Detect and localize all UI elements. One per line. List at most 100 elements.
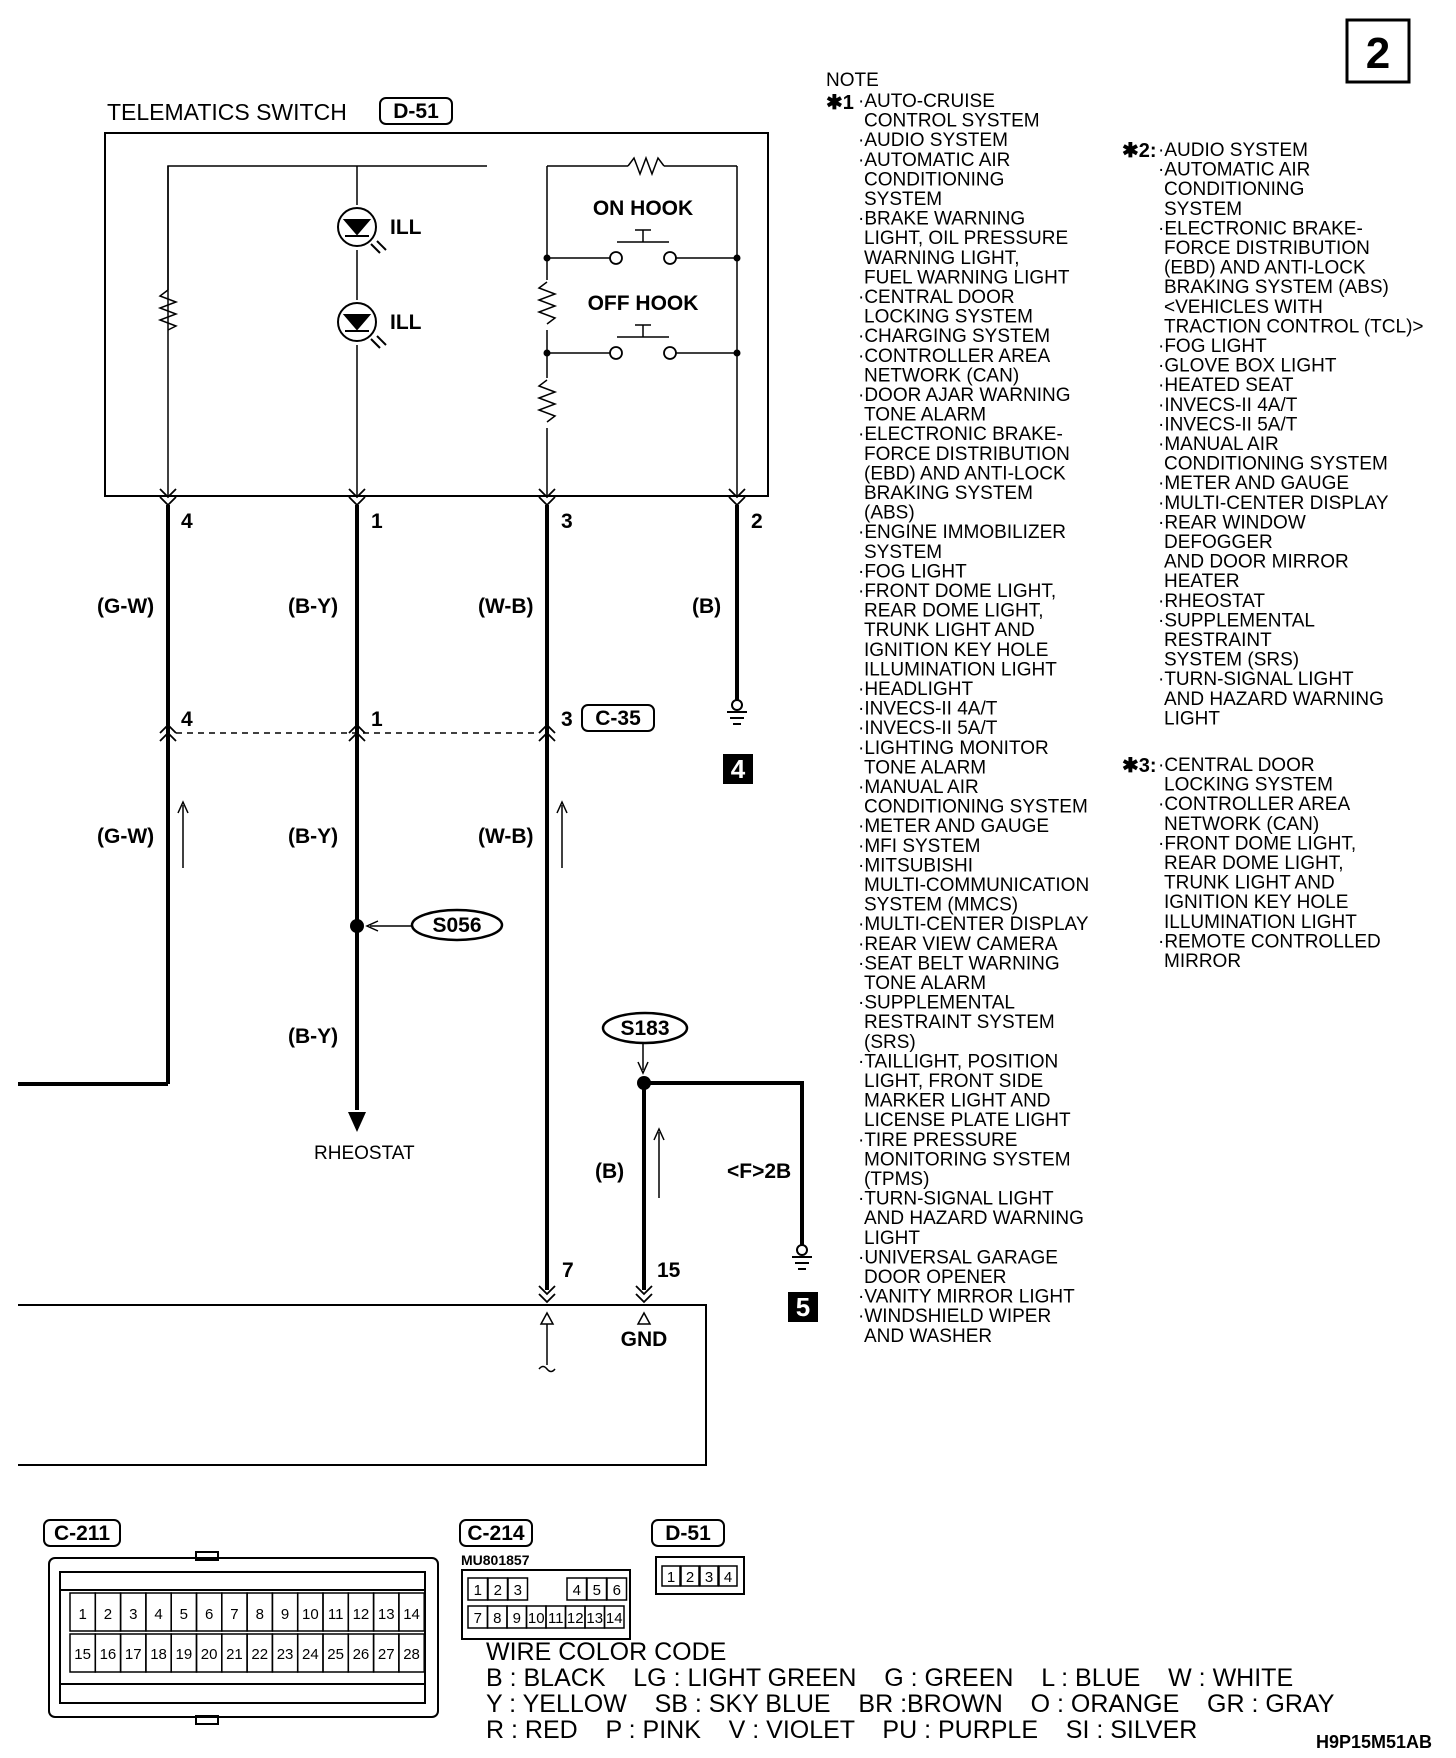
note-item: FORCE DISTRIBUTION xyxy=(864,444,1070,465)
note-item: MONITORING SYSTEM xyxy=(864,1149,1071,1170)
s183-label: S183 xyxy=(620,1017,669,1040)
note-item: CONTROL SYSTEM xyxy=(864,111,1040,132)
ground-icon-4 xyxy=(727,699,747,725)
note-item: ·TIRE PRESSURE xyxy=(858,1130,1017,1151)
d51-pin-cell xyxy=(699,1565,719,1587)
note-item: (SRS) xyxy=(864,1032,916,1053)
note-item: ILLUMINATION LIGHT xyxy=(1164,912,1357,933)
note-item: RESTRAINT SYSTEM xyxy=(864,1012,1055,1033)
note-item: LICENSE PLATE LIGHT xyxy=(864,1110,1071,1131)
note-list-2: ·AUDIO SYSTEM·AUTOMATIC AIRCONDITIONINGS… xyxy=(1158,140,1424,729)
pin-marks-bottom xyxy=(538,1285,653,1304)
c211-pin: 14 xyxy=(403,1606,420,1623)
c211-pin: 16 xyxy=(100,1646,117,1663)
note-item: ·ENGINE IMMOBILIZER xyxy=(858,522,1066,543)
note-item: ·MULTI-CENTER DISPLAY xyxy=(858,914,1089,935)
led-icon-1 xyxy=(337,207,387,254)
c214-pin: 4 xyxy=(573,1582,581,1599)
c211-pin-cell xyxy=(398,1592,425,1632)
note-star3: ✱3: xyxy=(1122,755,1157,777)
note-star1: ✱1 xyxy=(826,92,854,114)
note-item: SYSTEM xyxy=(1164,199,1242,220)
note-item: (EBD) AND ANTI-LOCK xyxy=(864,463,1066,484)
note-item: DOOR OPENER xyxy=(864,1267,1007,1288)
note-item: ·REAR WINDOW xyxy=(1158,512,1306,533)
note-item: AND DOOR MIRROR xyxy=(1164,552,1349,573)
gnd-label: GND xyxy=(621,1328,668,1351)
note-item: (EBD) AND ANTI-LOCK xyxy=(1164,258,1366,279)
ground-icon-5 xyxy=(792,1244,812,1270)
c211-pin: 1 xyxy=(78,1606,86,1623)
note-item: TRUNK LIGHT AND xyxy=(864,620,1035,641)
c214-pin: 2 xyxy=(494,1582,502,1599)
switch-contacts xyxy=(609,251,677,360)
c214-pin: 1 xyxy=(474,1582,482,1599)
led-icon-2 xyxy=(337,302,387,349)
note-item: ·ELECTRONIC BRAKE- xyxy=(858,424,1063,445)
c211-pin: 20 xyxy=(201,1646,218,1663)
note-item: ·AUTOMATIC AIR xyxy=(1158,160,1310,181)
note-item: ·METER AND GAUGE xyxy=(1158,473,1349,494)
note-item: ·AUDIO SYSTEM xyxy=(858,130,1008,151)
note-item: IGNITION KEY HOLE xyxy=(864,640,1048,661)
note-item: ·SUPPLEMENTAL xyxy=(858,993,1015,1014)
c214-pin: 3 xyxy=(514,1582,522,1599)
c35-pin-marks xyxy=(159,723,556,742)
note-item: ·REAR VIEW CAMERA xyxy=(858,934,1058,955)
page-badge: 2 xyxy=(1366,29,1390,78)
c214-tag xyxy=(459,1519,533,1547)
c211-pin: 5 xyxy=(180,1606,188,1623)
c211-pin: 6 xyxy=(205,1606,213,1623)
note-item: ·ELECTRONIC BRAKE- xyxy=(1158,218,1363,239)
wire-label-gw-2: (G-W) xyxy=(97,825,154,848)
note-item: ·AUTOMATIC AIR xyxy=(858,150,1010,171)
wire-label-by-3: (B-Y) xyxy=(288,1025,338,1048)
note-item: NETWORK (CAN) xyxy=(1164,814,1319,835)
note-item: (TPMS) xyxy=(864,1169,929,1190)
note-item: ·TAILLIGHT, POSITION xyxy=(858,1051,1058,1072)
bottom-pin-15: 15 xyxy=(657,1259,681,1282)
note-star2: ✱2: xyxy=(1122,140,1157,162)
note-item: CONDITIONING SYSTEM xyxy=(864,797,1088,818)
note-item: ·SEAT BELT WARNING xyxy=(858,953,1060,974)
pin-top-2: 2 xyxy=(751,510,763,533)
rheostat-arrow xyxy=(348,1112,366,1132)
note-item: FORCE DISTRIBUTION xyxy=(1164,238,1370,259)
note-item: ·MANUAL AIR xyxy=(858,777,979,798)
c214-body xyxy=(461,1569,631,1640)
note-item: ·SUPPLEMENTAL xyxy=(1158,610,1315,631)
c214-pin: 12 xyxy=(567,1610,584,1627)
note-item: TONE ALARM xyxy=(864,405,986,426)
c214-pin-cell xyxy=(606,1577,628,1601)
note-item: ·MITSUBISHI xyxy=(858,855,973,876)
c211-pin: 22 xyxy=(251,1646,268,1663)
note-item: ·CONTROLLER AREA xyxy=(858,346,1050,367)
note-item: ·MULTI-CENTER DISPLAY xyxy=(1158,493,1389,514)
note-item: LOCKING SYSTEM xyxy=(1164,775,1333,796)
main-wires xyxy=(18,505,804,1290)
rheostat-label: RHEOSTAT xyxy=(314,1143,415,1164)
s056-oval xyxy=(410,908,504,942)
off-hook-label: OFF HOOK xyxy=(588,292,699,315)
note-item: MARKER LIGHT AND xyxy=(864,1091,1051,1112)
c211-pin-cell xyxy=(398,1633,425,1673)
switch-internal xyxy=(157,155,738,497)
c214-part-number: MU801857 xyxy=(461,1552,530,1568)
note-item: ·LIGHTING MONITOR xyxy=(858,738,1049,759)
d51-pin: 1 xyxy=(667,1569,675,1586)
note-item: WARNING LIGHT, xyxy=(864,248,1020,269)
note-item: CONDITIONING xyxy=(864,169,1004,190)
d51-pin-cell xyxy=(718,1565,738,1587)
c214-pin-cell xyxy=(603,1605,625,1629)
wire-label-by-1: (B-Y) xyxy=(288,595,338,618)
note-item: ·GLOVE BOX LIGHT xyxy=(1158,356,1337,377)
note-item: TONE ALARM xyxy=(864,973,986,994)
note-item: ·INVECS-II 4A/T xyxy=(858,699,998,720)
note-item: ·TURN-SIGNAL LIGHT xyxy=(1158,669,1354,690)
d51-pin: 4 xyxy=(724,1569,732,1586)
d51-label: D-51 xyxy=(665,1522,711,1545)
c211-pin: 24 xyxy=(302,1646,319,1663)
switch-connector-tag xyxy=(379,97,453,125)
